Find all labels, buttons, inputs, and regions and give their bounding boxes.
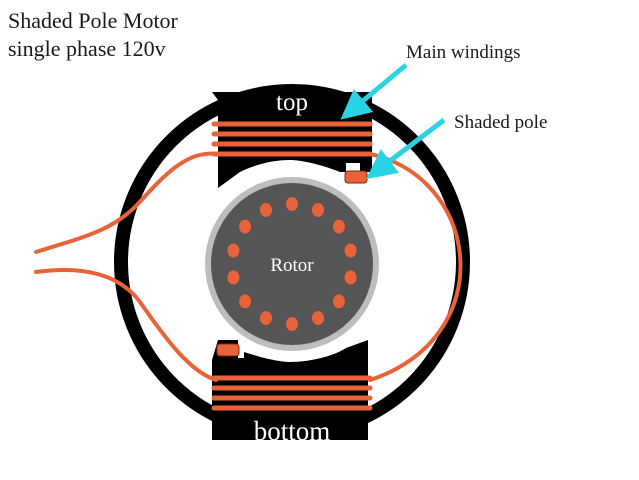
lead-wires <box>34 151 463 382</box>
main-windings-label: Main windings <box>406 42 521 63</box>
rotor-bar <box>312 202 324 217</box>
shaded-pole-label: Shaded pole <box>454 112 547 133</box>
bottom-main-windings <box>211 375 373 411</box>
rotor-bar <box>332 219 345 234</box>
top-main-windings <box>211 121 373 157</box>
rotor-body <box>205 177 379 351</box>
rotor-bar <box>260 311 272 326</box>
top-pole-piece <box>212 92 372 188</box>
rotor-bar <box>227 243 240 258</box>
rotor-bar <box>239 219 252 234</box>
bottom-shading-coil <box>216 343 240 357</box>
rotor-bar <box>286 317 298 331</box>
rotor-bar <box>239 294 252 309</box>
rotor-bar <box>260 202 272 217</box>
rotor-bar <box>344 243 357 258</box>
rotor-bar <box>332 294 345 309</box>
rotor-bar <box>227 270 240 285</box>
top-shading-coil <box>344 170 368 184</box>
bottom-pole-label: bottom <box>254 416 331 446</box>
rotor-bar <box>286 197 298 211</box>
main-windings-arrow <box>340 63 408 120</box>
rotor-label: Rotor <box>270 255 314 276</box>
shaded-pole-arrow <box>366 118 446 180</box>
rotor-bar <box>344 270 357 285</box>
diagram-title: Shaded Pole Motor <box>8 8 178 33</box>
top-pole-label: top <box>276 89 308 116</box>
diagram-subtitle: single phase 120v <box>8 36 166 61</box>
rotor-bars <box>227 197 357 331</box>
rotor-bar <box>312 311 324 326</box>
